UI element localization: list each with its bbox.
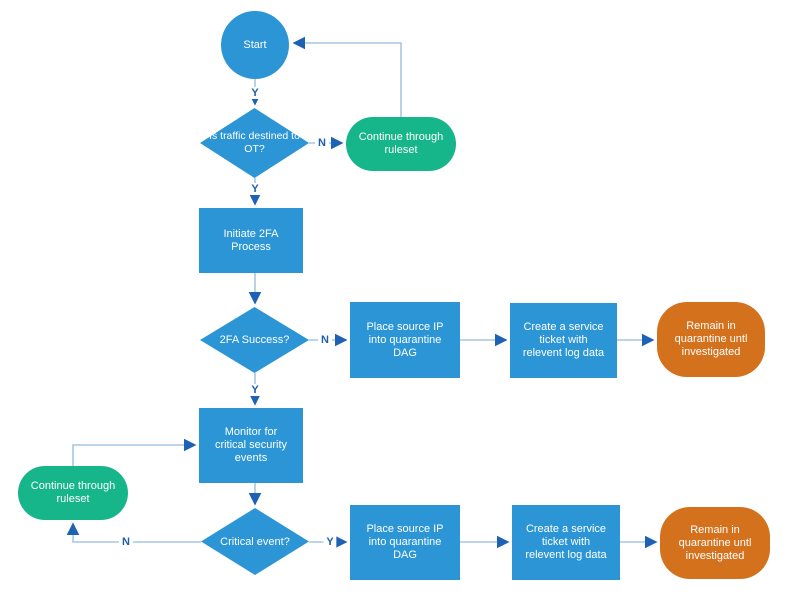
node-ticket-2: Create a service ticket with relevent lo…	[512, 505, 620, 580]
node-ruleset-top: Continue through ruleset	[346, 117, 456, 171]
edge-decision-critical-no	[66, 522, 201, 543]
node-ticket-1: Create a service ticket with relevent lo…	[510, 303, 617, 378]
node-quarantine-2: Place source IP into quarantine DAG	[350, 505, 460, 580]
node-remain-2: Remain in quarantine untl investigated	[660, 507, 770, 579]
decision-ot-shape	[200, 108, 309, 178]
edge-ruleset-top-to-start	[292, 36, 402, 117]
node-quarantine-1: Place source IP into quarantine DAG	[350, 302, 460, 378]
node-monitor: Monitor for critical security events	[199, 408, 303, 483]
decision-critical-shape	[201, 508, 309, 575]
edge-ruleset-left-to-monitor	[72, 438, 197, 466]
decision-2fa-shape	[200, 307, 309, 373]
edge-label-critical-n: N	[119, 536, 133, 548]
node-ruleset-left: Continue through ruleset	[18, 466, 128, 520]
edge-label-critical-y: Y	[323, 536, 337, 548]
edge-label-start-y: Y	[248, 87, 262, 99]
node-initiate-2fa: Initiate 2FA Process	[199, 208, 303, 273]
node-start: Start	[221, 11, 289, 79]
node-remain-1: Remain in quarantine untl investigated	[657, 302, 765, 377]
edge-label-ot-n: N	[315, 137, 329, 149]
edge-label-2fa-y: Y	[248, 384, 262, 396]
edge-label-ot-y: Y	[248, 183, 262, 195]
edge-label-2fa-n: N	[318, 334, 332, 346]
